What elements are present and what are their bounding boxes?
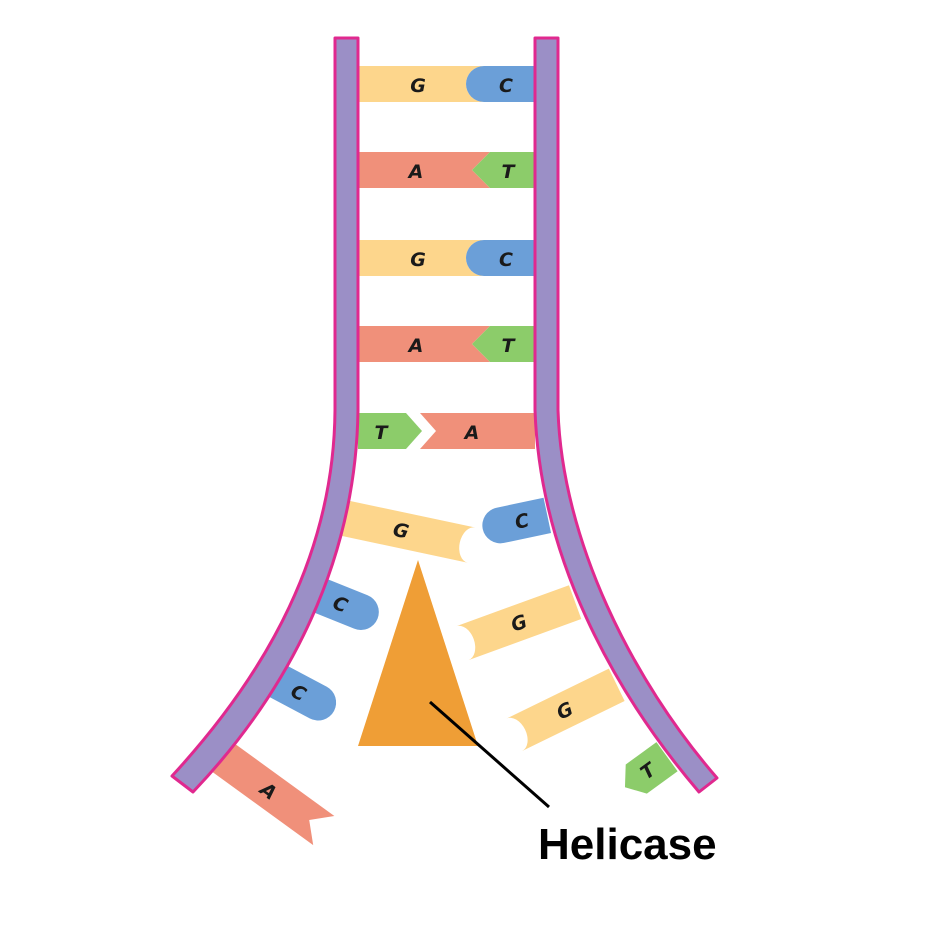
unpaired-right-1: C <box>482 497 552 544</box>
base-letter-rung3-left: G <box>410 249 426 271</box>
unpaired-right-2: G <box>456 585 582 661</box>
base-t-right-2 <box>472 152 535 188</box>
right-backbone-strand <box>533 36 719 794</box>
rung-2: A T <box>358 152 535 188</box>
base-letter-unpaired-right-1: C <box>513 510 531 534</box>
rung-4: A T <box>358 326 535 362</box>
base-letter-unpaired-right-2: G <box>508 611 530 637</box>
base-a-left-4 <box>358 326 490 362</box>
base-c-unpaired-left-2 <box>307 576 379 630</box>
unpaired-right-3: G <box>506 668 625 751</box>
rung-5: T A <box>358 413 535 449</box>
base-g-unpaired-left-1 <box>338 500 476 563</box>
base-letter-rung2-left: A <box>407 161 424 183</box>
base-g-unpaired-right-2 <box>456 585 582 661</box>
base-letter-unpaired-left-1: G <box>391 519 411 544</box>
base-g-left-3 <box>358 240 484 276</box>
rung-1: G C <box>358 66 535 102</box>
base-letter-rung4-right: T <box>502 335 517 357</box>
base-t-unpaired-right-4 <box>624 742 678 794</box>
left-backbone-strand <box>170 36 360 794</box>
unpaired-left-4: A <box>211 741 335 846</box>
helicase-label: Helicase <box>538 820 717 869</box>
helicase-enzyme <box>358 560 478 746</box>
base-c-right-1 <box>466 66 535 102</box>
base-a-left-2 <box>358 152 490 188</box>
rung-3: G C <box>358 240 535 276</box>
base-c-right-3 <box>466 240 535 276</box>
base-letter-rung1-right: C <box>499 75 513 97</box>
base-g-unpaired-right-3 <box>506 668 625 751</box>
base-t-left-5 <box>358 413 422 449</box>
unpaired-right-4: T <box>624 742 678 794</box>
base-letter-rung1-left: G <box>410 75 426 97</box>
helicase-leader-line <box>429 700 550 809</box>
base-letter-rung3-right: C <box>499 249 513 271</box>
base-g-left-1 <box>358 66 484 102</box>
unpaired-left-1: G <box>338 500 476 563</box>
base-letter-rung5-left: T <box>375 422 390 444</box>
base-a-unpaired-left-4 <box>211 741 335 846</box>
base-a-right-5 <box>420 413 535 449</box>
base-c-unpaired-right-1 <box>482 497 552 544</box>
base-letter-rung4-left: A <box>407 335 424 357</box>
unpaired-left-2: C <box>307 576 379 630</box>
base-letter-rung5-right: A <box>463 422 480 444</box>
base-t-right-4 <box>472 326 535 362</box>
base-letter-rung2-right: T <box>502 161 517 183</box>
